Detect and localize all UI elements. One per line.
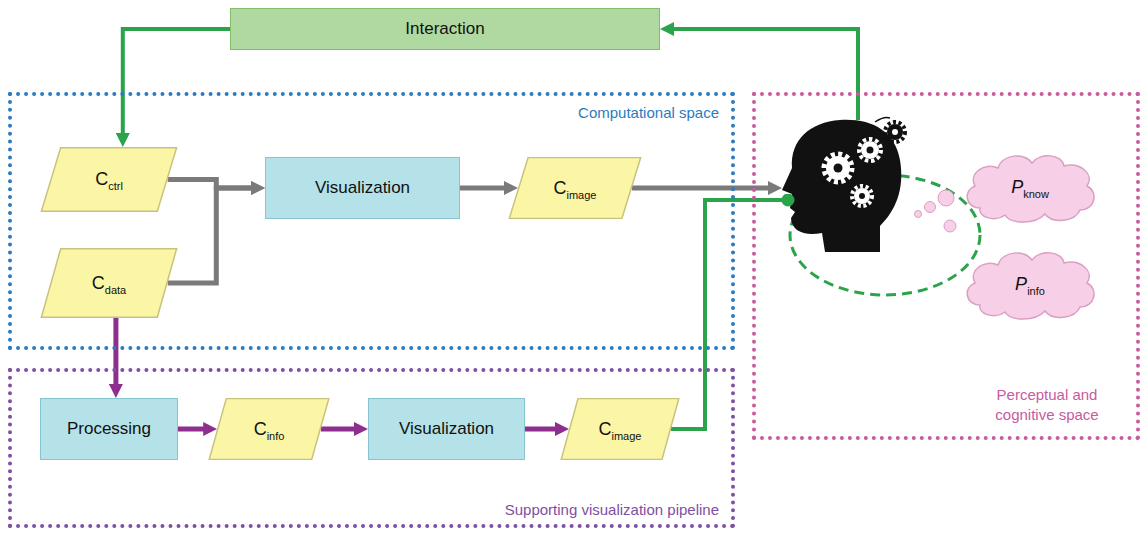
label-group: Pknow [1011,177,1049,198]
flow-arrow [113,318,118,390]
text-holder: Cctrl [40,147,178,212]
region-label: Computational space [578,104,719,121]
label-group: Cdata [92,273,126,294]
region-label: Supporting visualization pipeline [505,501,719,518]
cloud-shape [960,245,1100,323]
label-group: Cctrl [95,169,123,190]
symbol-letter: C [95,169,108,189]
cloud-shape [960,148,1100,226]
label-group: Pinfo [1015,274,1045,295]
parallelogram-shape [40,248,178,318]
text-holder: Cinfo [208,398,330,460]
text-holder: Cimage [508,157,642,219]
parallelogram-shape [508,157,642,219]
thought-cloud: Pinfo [960,245,1100,323]
data-parallelogram: Cimage [508,157,642,219]
text-holder: Pinfo [960,245,1100,323]
box-label: Processing [67,419,151,438]
symbol-subscript: image [612,430,642,442]
region-label: Perceptual and cognitive space [972,385,1122,424]
symbol-subscript: image [567,189,597,201]
parallelogram-shape [40,147,178,212]
perceptual-region: Perceptual and cognitive spacePknowPinfo [752,92,1140,440]
symbol-letter: P [1015,274,1027,294]
pipeline-region: Supporting visualization pipeline Process… [8,368,735,528]
gears [812,118,905,207]
text-holder: Cimage [560,398,680,460]
head-silhouette [782,120,901,252]
process-box: Visualization [368,398,525,460]
label-group: Cimage [599,419,642,440]
text-holder: Pknow [960,148,1100,226]
flow-arrow [168,188,257,283]
label-group: Interaction [405,19,484,39]
label-group: Cinfo [254,419,285,440]
label-group: Cimage [554,178,597,199]
process-box: Visualization [265,157,460,219]
symbol-letter: C [599,419,612,439]
symbol-letter: P [1011,177,1023,197]
data-parallelogram: Cimage [560,398,680,460]
box-label: Visualization [399,419,494,438]
parallelogram-shape [560,398,680,460]
text-holder: Processing [41,399,177,459]
thought-cloud: Pknow [960,148,1100,226]
thought-bubbles [915,190,957,232]
flow-arrow [321,427,360,432]
computational-region: Computational spaceCctrlCdataVisualizati… [8,92,735,350]
symbol-subscript: info [267,430,285,442]
box-label: Visualization [315,178,410,197]
data-parallelogram: Cinfo [208,398,330,460]
symbol-subscript: data [105,284,126,296]
data-parallelogram: Cctrl [40,147,178,212]
text-holder: Visualization [266,158,459,218]
label-group: Visualization [399,419,494,439]
data-parallelogram: Cdata [40,248,178,318]
box-label: Interaction [405,19,484,38]
flow-arrow [178,427,209,432]
label-group: Processing [67,419,151,439]
symbol-letter: C [254,419,267,439]
text-holder: Visualization [369,399,524,459]
text-holder: Cdata [40,248,178,318]
symbol-subscript: info [1027,285,1045,297]
flow-arrow [525,427,561,432]
parallelogram-shape [208,398,330,460]
symbol-subscript: know [1023,188,1049,200]
symbol-letter: C [92,273,105,293]
symbol-letter: C [554,178,567,198]
text-holder: Interaction [231,9,659,49]
label-group: Visualization [315,178,410,198]
symbol-subscript: ctrl [108,180,123,192]
flow-arrow [460,186,510,191]
flow-arrow [123,29,230,139]
flow-arrow [671,200,788,429]
process-box: Processing [40,398,178,460]
interaction-box: Interaction [230,8,660,50]
